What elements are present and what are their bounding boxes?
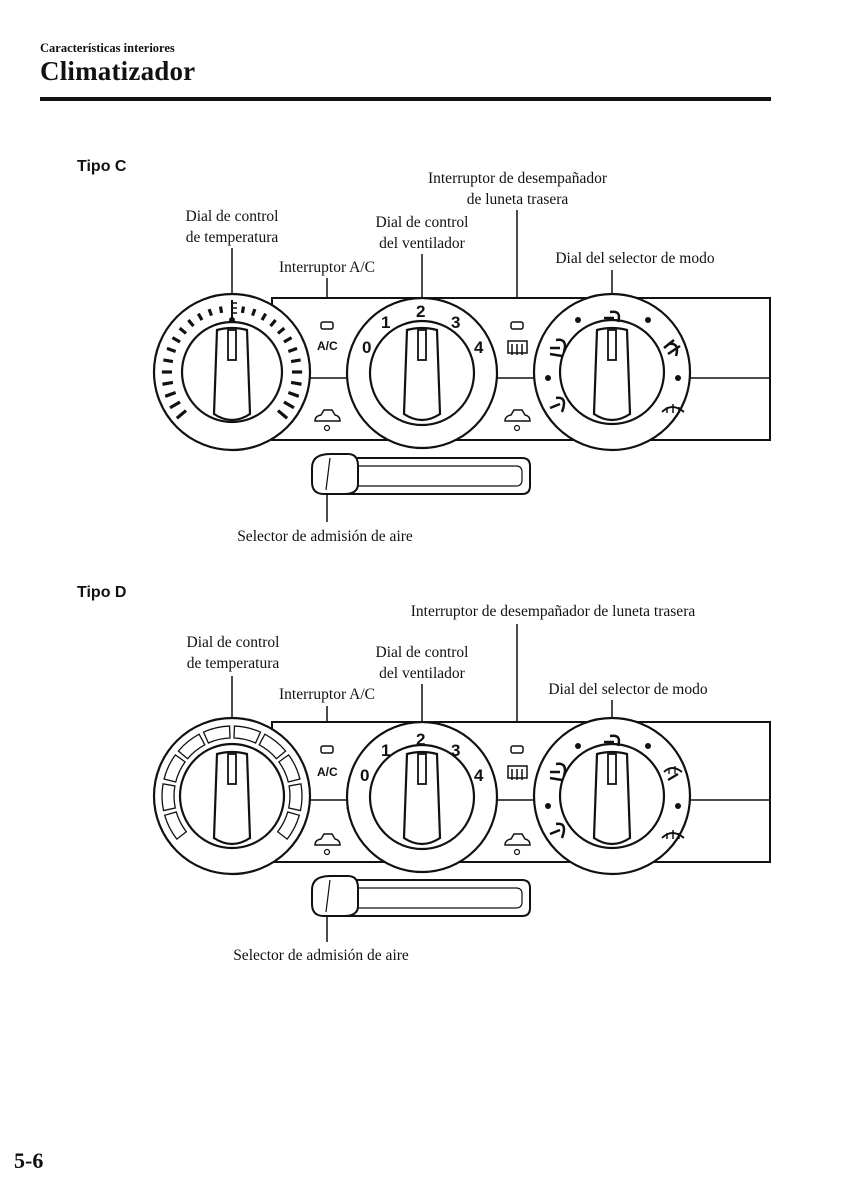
temp-scale-tick xyxy=(218,306,224,314)
fan-speed-2: 2 xyxy=(416,302,425,321)
temp-scale-tick xyxy=(283,336,293,344)
fan-speed-3: 3 xyxy=(451,741,460,760)
fan-speed-1: 1 xyxy=(381,313,390,332)
section-title: Características interiores xyxy=(40,41,175,55)
temp-scale-tick xyxy=(260,312,268,321)
fan-speed-0: 0 xyxy=(362,338,371,357)
temp-scale-segment xyxy=(202,725,231,744)
temp-scale-tick xyxy=(171,336,181,344)
temp-scale-segment xyxy=(163,753,186,783)
temp-scale-tick xyxy=(187,318,195,328)
type-d-temp-dial[interactable] xyxy=(152,716,312,876)
type-c-intake-selector[interactable] xyxy=(311,453,531,495)
temp-scale-tick xyxy=(163,358,174,364)
temp-scale-segment xyxy=(161,783,177,812)
temp-scale-tick xyxy=(287,391,300,398)
temp-scale-segment xyxy=(177,733,206,760)
windshield-defrost-icon xyxy=(661,404,685,413)
temp-scale-segment xyxy=(258,733,287,760)
temp-scale-tick xyxy=(276,326,286,335)
fan-speed-3: 3 xyxy=(451,313,460,332)
recirculate-car-icon xyxy=(314,833,341,856)
thermometer-icon xyxy=(229,300,237,323)
windshield-defrost-icon xyxy=(661,830,685,839)
type-d-ac-switch-callout: Interruptor A/C xyxy=(279,686,375,703)
temp-scale-tick xyxy=(240,306,246,314)
temp-scale-tick xyxy=(269,318,277,328)
temp-scale-tick xyxy=(287,346,298,353)
temp-scale-tick xyxy=(290,358,301,364)
page-title: Climatizador xyxy=(40,56,196,86)
fan-speed-1: 1 xyxy=(381,741,390,760)
face-vent-icon xyxy=(604,310,621,323)
rear-defroster-icon xyxy=(507,340,528,355)
fresh-air-car-icon xyxy=(504,833,531,856)
temp-scale-tick xyxy=(166,346,177,353)
header-divider xyxy=(40,97,771,101)
fan-speed-0: 0 xyxy=(360,766,369,785)
floor-vent-icon xyxy=(549,396,566,413)
type-d-label: Tipo D xyxy=(77,584,127,601)
floor-vent-icon xyxy=(549,822,566,839)
type-c-ac-switch[interactable]: A/C xyxy=(317,321,338,353)
type-c-fan-dial[interactable]: 0 1 2 3 4 xyxy=(345,296,499,450)
temp-scale-segment xyxy=(163,811,188,841)
fan-speed-4: 4 xyxy=(474,766,484,785)
type-c-intake-callout: Selector de admisión de aire xyxy=(237,528,413,545)
floor-defrost-icon xyxy=(663,766,683,781)
type-c-mode-dial-callout: Dial del selector de modo xyxy=(555,250,715,267)
ac-label: A/C xyxy=(317,765,338,779)
type-c-ac-switch-callout: Interruptor A/C xyxy=(279,259,375,276)
temp-scale-tick xyxy=(283,400,295,410)
type-d-intake-callout: Selector de admisión de aire xyxy=(233,947,409,964)
temp-scale-tick xyxy=(251,308,257,317)
floor-defrost-icon xyxy=(663,339,681,357)
recirculate-car-icon xyxy=(314,409,341,432)
temp-scale-tick xyxy=(276,409,289,420)
type-d-temp-dial-callout: Dial de control de temperatura xyxy=(186,634,280,672)
fan-speed-2: 2 xyxy=(416,730,425,749)
temp-scale-tick xyxy=(164,391,177,398)
type-c-rear-defog-callout: Interruptor de desempañador de luneta tr… xyxy=(427,170,608,208)
type-d-rear-defog-switch[interactable] xyxy=(507,745,528,780)
temp-scale-segment xyxy=(287,783,303,812)
type-c-mode-dial[interactable] xyxy=(532,292,692,452)
temp-scale-segment xyxy=(233,725,262,744)
type-d-intake-selector[interactable] xyxy=(311,875,531,917)
temp-scale-tick xyxy=(162,380,174,386)
bi-level-vent-icon xyxy=(549,762,567,782)
face-vent-icon xyxy=(604,734,621,747)
temp-scale-segment xyxy=(276,811,301,841)
type-c-rear-defog-switch[interactable] xyxy=(507,321,528,355)
temp-scale-tick xyxy=(175,409,188,420)
type-d-fan-dial-callout: Dial de control del ventilador xyxy=(375,644,469,682)
type-c-temp-dial[interactable] xyxy=(152,292,312,452)
temp-scale-tick xyxy=(169,400,181,410)
temp-scale-tick xyxy=(196,312,204,321)
temp-scale-tick xyxy=(178,326,188,335)
type-d-fan-dial[interactable]: 0 1 2 3 4 xyxy=(345,720,499,874)
type-c-label: Tipo C xyxy=(77,158,127,175)
type-c-fan-dial-callout: Dial de control del ventilador xyxy=(375,214,469,252)
type-d-ac-switch[interactable]: A/C xyxy=(317,745,338,779)
type-c-temp-dial-callout: Dial de control de temperatura xyxy=(185,208,279,246)
fresh-air-car-icon xyxy=(504,409,531,432)
type-d-mode-dial-callout: Dial del selector de modo xyxy=(548,681,708,698)
type-c-control-panel-diagram: A/C 0 1 2 3 4 xyxy=(152,210,771,522)
rear-defroster-icon xyxy=(507,765,528,780)
type-d-rear-defog-callout: Interruptor de desempañador de luneta tr… xyxy=(410,603,696,620)
temp-scale-tick xyxy=(290,380,302,386)
temp-scale-tick xyxy=(207,308,213,317)
type-d-mode-dial[interactable] xyxy=(532,716,692,876)
temp-scale-segment xyxy=(278,753,301,783)
bi-level-vent-icon xyxy=(549,338,567,358)
page-number: 5-6 xyxy=(14,1148,44,1173)
ac-label: A/C xyxy=(317,339,338,353)
fan-speed-4: 4 xyxy=(474,338,484,357)
type-d-control-panel-diagram: A/C 0 1 2 3 4 xyxy=(152,624,771,942)
